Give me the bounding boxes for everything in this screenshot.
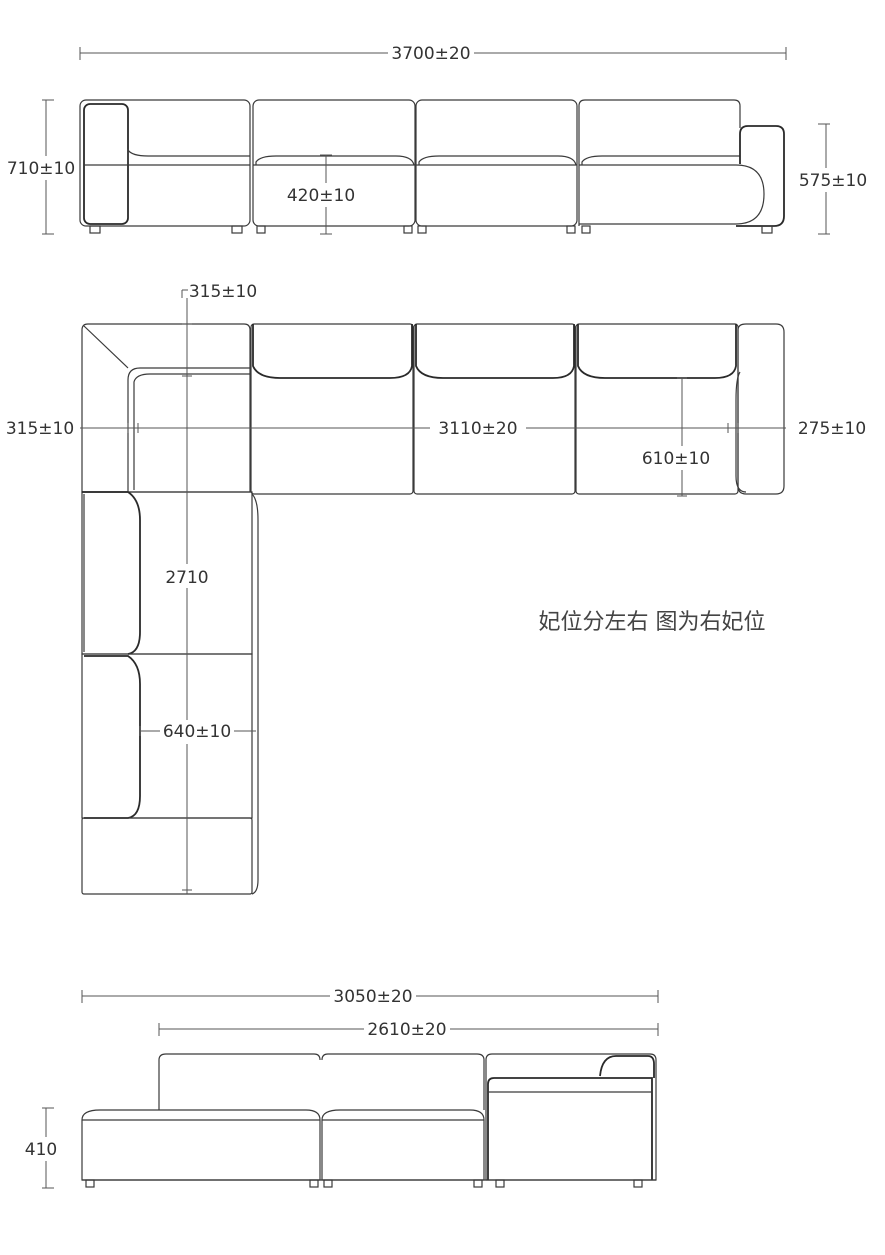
plan-chaise-length-label: 2710	[165, 568, 208, 588]
plan-view: 315±10 3110±20 315±10 275	[3, 280, 869, 895]
plan-seat-depth-label: 610±10	[642, 449, 710, 469]
front-arm-height-label: 575±10	[799, 171, 867, 191]
side-view: 3050±20 2610±20 410	[18, 985, 659, 1189]
orientation-note: 妃位分左右 图为右妃位	[539, 610, 766, 635]
side-back-width-label: 2610±20	[367, 1020, 446, 1040]
side-seat-height-label: 410	[25, 1140, 57, 1160]
plan-back-left-label: 315±10	[6, 419, 74, 439]
front-view: 3700±20 710±10 575±10	[5, 42, 870, 235]
plan-chaise-width-label: 640±10	[163, 722, 231, 742]
side-overall-width-label: 3050±20	[333, 987, 412, 1007]
front-seat-height-label: 420±10	[287, 186, 355, 206]
front-total-height-label: 710±10	[7, 159, 75, 179]
plan-back-top-label: 315±10	[189, 282, 257, 302]
plan-main-width-label: 3110±20	[438, 419, 517, 439]
plan-arm-right-label: 275±10	[798, 419, 866, 439]
front-overall-width-label: 3700±20	[391, 44, 470, 64]
